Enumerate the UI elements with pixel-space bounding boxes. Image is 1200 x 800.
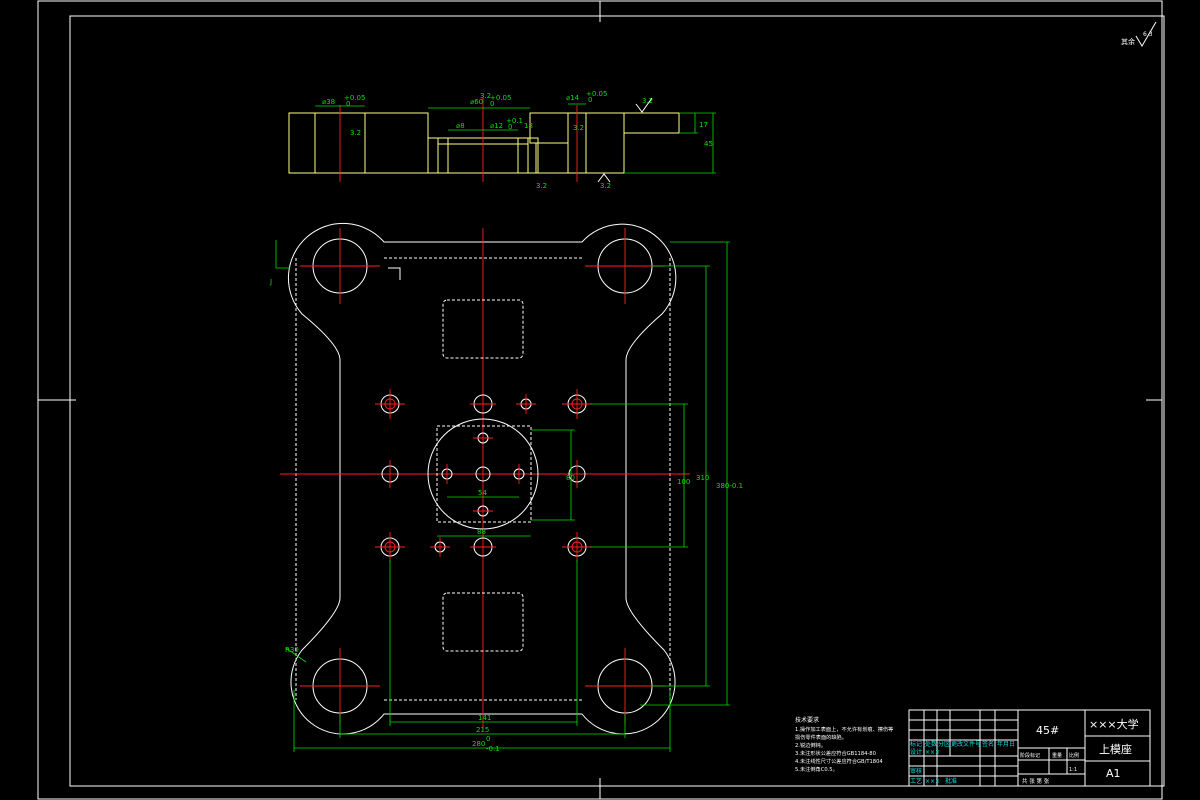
rough-mark-f: 3.2	[480, 92, 491, 100]
col-change-doc: 更改文件号	[951, 740, 981, 748]
dim-d12-tol2: 0	[508, 123, 512, 131]
section-view: ⌀38 +0.05 0 ⌀60 +0.05 0 ⌀14 +0.05 0 ⌀8 ⌀…	[288, 90, 716, 190]
sheets-label: 共 张 第 张	[1022, 777, 1050, 785]
dim-d60-tol: +0.05	[490, 94, 511, 102]
col-mark: 标记	[910, 740, 922, 748]
note-line-1: 1.操作加工表面上，不允许有划痕、擦伤等	[795, 725, 893, 733]
dim-100: 100	[677, 478, 690, 486]
dim-d8: ⌀8	[456, 122, 465, 130]
note-line-2: 损伤零件表面的缺陷。	[795, 733, 847, 741]
inner-frame	[69, 15, 1165, 787]
stage-label: 阶段标记	[1020, 752, 1040, 759]
dim-d60-tol2: 0	[490, 100, 494, 108]
roughness-label: 其余	[1121, 37, 1135, 46]
scale-value: 1:1	[1069, 767, 1077, 773]
rough-mark-b: 3.2	[573, 124, 584, 132]
col-sign: 签名	[982, 740, 994, 748]
note-line-3: 2.锐边倒钝。	[795, 741, 826, 749]
col-date: 年月日	[997, 740, 1015, 748]
rough-mark-a: 3.2	[350, 129, 361, 137]
process-label: 工艺	[910, 777, 922, 785]
dim-r30: R30	[285, 646, 299, 654]
dim-18: 18	[524, 122, 533, 130]
rough-mark-c: 3.2	[642, 97, 653, 105]
outer-border	[37, 0, 1163, 800]
technical-notes: 技术要求 1.操作加工表面上，不允许有划痕、擦伤等 损伤零件表面的缺陷。 2.锐…	[795, 716, 893, 773]
dim-280: 280	[472, 740, 485, 748]
title-block: 标记 处数 分区 更改文件号 签名 年月日 设计 ××× 审核 工艺 ××× 批…	[908, 709, 1151, 787]
material-value: 45#	[1036, 724, 1059, 737]
notes-title: 技术要求	[795, 716, 819, 724]
dim-d12-tol: +0.1	[506, 117, 523, 125]
dim-d60: ⌀60	[470, 98, 483, 106]
roughness-value: 6.3	[1143, 31, 1153, 38]
dim-d38-tol: +0.05	[344, 94, 365, 102]
dim-141: 141	[478, 714, 491, 722]
designer-label: 设计	[910, 748, 922, 756]
note-line-6: 5.未注倒角C0.5。	[795, 765, 838, 773]
part-name: 上模座	[1099, 742, 1132, 756]
dim-d14: ⌀14	[566, 94, 580, 102]
sheet-size: A1	[1106, 767, 1121, 780]
dim-80: 80	[566, 474, 575, 482]
dim-310: 310	[696, 474, 709, 482]
weight-label: 重量	[1052, 752, 1062, 759]
roughness-symbol: 其余 6.3	[1121, 21, 1157, 47]
col-zone: 分区	[938, 740, 950, 748]
dim-54: 54	[478, 489, 487, 497]
dim-88: 88	[477, 528, 486, 536]
dim-d14-tol2: 0	[588, 96, 592, 104]
process-value: ×××	[925, 778, 940, 785]
designer-value: ×××	[925, 749, 940, 756]
section-mark-j: J	[269, 278, 272, 286]
dim-d14-tol: +0.05	[586, 90, 607, 98]
dim-215: 215	[476, 726, 489, 734]
approve-label: 批准	[945, 777, 957, 785]
dim-280-tol: 0	[486, 735, 490, 743]
dim-d38-tol2: 0	[346, 100, 350, 108]
col-count: 处数	[925, 740, 937, 748]
dim-45: 45	[704, 140, 713, 148]
scale-label: 比例	[1069, 752, 1079, 759]
dim-d38: ⌀38	[322, 98, 335, 106]
note-line-4: 3.未注形状公差应符合GB1184-80	[795, 749, 876, 757]
dim-380: 380-0.1	[716, 482, 743, 490]
rough-mark-d: 3.2	[600, 182, 611, 190]
plan-view: J 141 215 280 0 -0.1 54 88 80 100 310	[269, 222, 743, 753]
dim-280-tol2: -0.1	[486, 745, 500, 753]
dim-d12: ⌀12	[490, 122, 503, 130]
note-line-5: 4.未注线性尺寸公差应符合GB/T1804	[795, 757, 883, 765]
rough-mark-e: 3.2	[536, 182, 547, 190]
dim-17: 17	[699, 121, 708, 129]
school-name: ×××大学	[1089, 717, 1139, 731]
check-label: 审核	[910, 767, 922, 775]
hole-pattern	[375, 389, 592, 562]
